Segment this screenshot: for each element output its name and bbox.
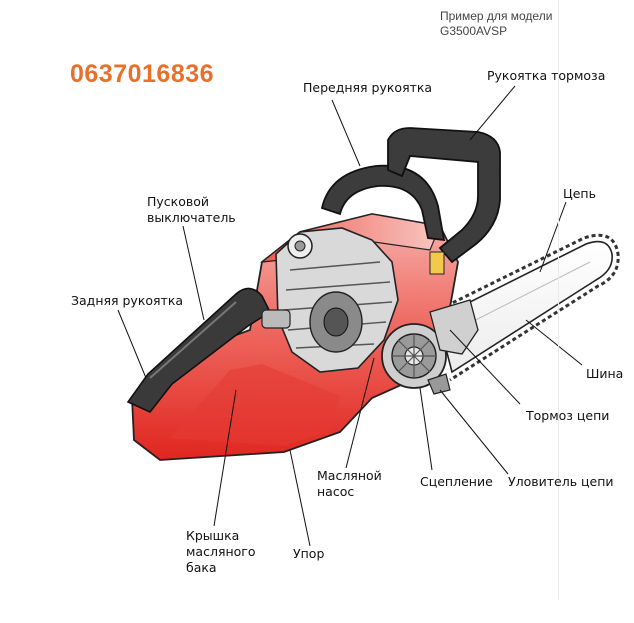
label-front-handle: Передняя рукоятка <box>303 80 433 95</box>
model-note-line-2: G3500AVSP <box>440 24 508 38</box>
label-oil-tank-cap-line-3: бака <box>186 560 217 575</box>
guide-bar <box>437 240 613 374</box>
leader-brake-handle <box>469 85 516 141</box>
label-oil-tank-cap-line-1: Крышка <box>186 528 240 543</box>
leader-lines <box>117 85 583 547</box>
saw-chain <box>433 233 620 382</box>
label-oil-pump: Масляной насос <box>317 468 382 500</box>
chain-brake-part <box>429 251 479 355</box>
label-oil-pump-line-2: насос <box>317 484 355 499</box>
leader-start-switch <box>182 225 205 321</box>
leader-rear-handle <box>117 309 147 379</box>
label-chain-catcher: Уловитель цепи <box>508 474 614 489</box>
leader-oil-tank-cap <box>213 389 237 527</box>
label-oil-tank-cap: Крышка масляного бака <box>186 528 256 576</box>
chain-catcher-part <box>427 373 451 395</box>
model-note: Пример для модели G3500AVSP <box>440 9 552 39</box>
label-rear-handle: Задняя рукоятка <box>71 293 184 308</box>
label-bar: Шина <box>586 366 624 381</box>
leader-bar <box>525 319 583 366</box>
model-note-line-1: Пример для модели <box>440 9 553 23</box>
leader-oil-pump <box>345 357 375 469</box>
page-edge-line <box>558 0 559 600</box>
label-brake-handle: Рукоятка тормоза <box>487 68 606 83</box>
brake-handle-shape <box>387 127 501 264</box>
leader-chain <box>539 201 567 273</box>
front-handle-shape <box>320 164 446 242</box>
phone-number: 0637016836 <box>70 60 215 88</box>
leader-chain-catcher <box>439 389 509 475</box>
clutch-drum <box>381 323 447 389</box>
label-oil-pump-line-1: Масляной <box>317 468 382 483</box>
label-chain-brake: Тормоз цепи <box>526 408 610 423</box>
rear-handle-shape <box>126 287 272 413</box>
label-clutch: Сцепление <box>420 474 493 489</box>
label-stop: Упор <box>293 546 325 561</box>
engine-block <box>261 227 399 373</box>
leader-clutch <box>419 387 433 471</box>
label-chain: Цепь <box>563 186 596 201</box>
leader-chain-brake <box>449 329 521 405</box>
label-oil-tank-cap-line-2: масляного <box>186 544 256 559</box>
leader-front-handle <box>331 99 361 167</box>
label-start-switch-line-1: Пусковой <box>147 194 210 209</box>
leader-stop <box>289 449 311 547</box>
label-start-switch: Пусковой выключатель <box>147 194 236 226</box>
label-start-switch-line-2: выключатель <box>147 210 236 225</box>
